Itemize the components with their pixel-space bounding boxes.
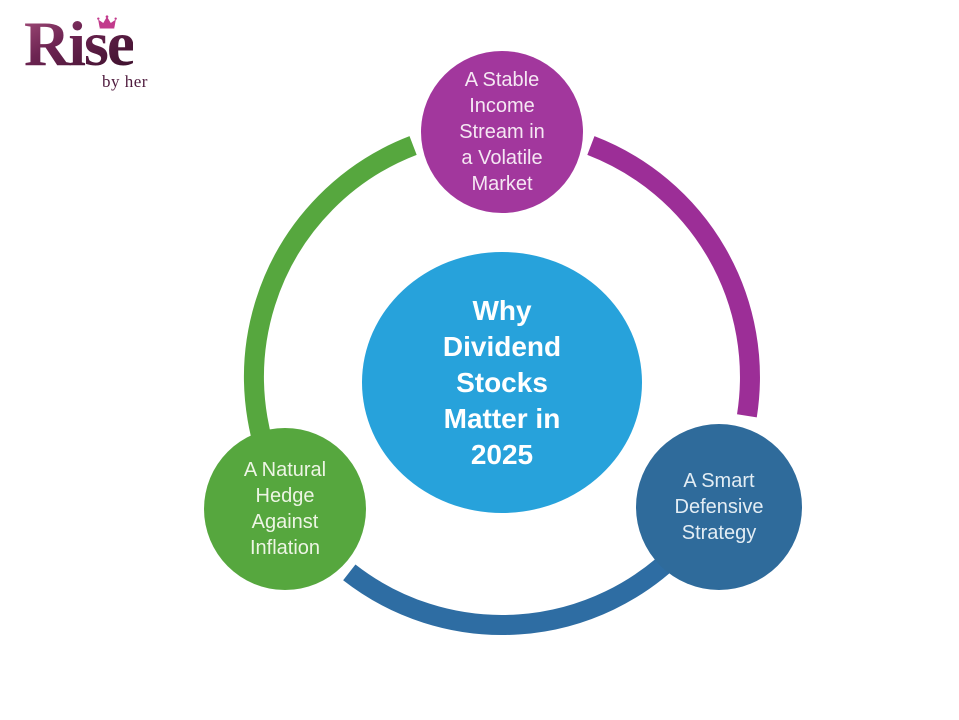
blue-arc — [343, 542, 688, 635]
center-topic-label: Why Dividend Stocks Matter in 2025 — [442, 294, 562, 470]
brand-logo: Rise by her — [24, 10, 184, 95]
node-defensive-strategy: A Smart Defensive Strategy — [636, 424, 802, 590]
node-stable-income-label: A Stable Income Stream in a Volatile Mar… — [459, 69, 545, 195]
node-inflation-hedge: A Natural Hedge Against Inflation — [204, 428, 366, 590]
node-stable-income: A Stable Income Stream in a Volatile Mar… — [421, 51, 583, 213]
node-inflation-hedge-label: A Natural Hedge Against Inflation — [243, 459, 327, 559]
node-defensive-strategy-label: A Smart Defensive Strategy — [674, 470, 764, 544]
crown-icon — [97, 15, 117, 29]
purple-arc — [587, 136, 760, 418]
brand-wordmark: Rise — [24, 8, 135, 79]
center-topic-circle: Why Dividend Stocks Matter in 2025 — [362, 252, 642, 513]
brand-tagline: by her — [102, 72, 148, 91]
